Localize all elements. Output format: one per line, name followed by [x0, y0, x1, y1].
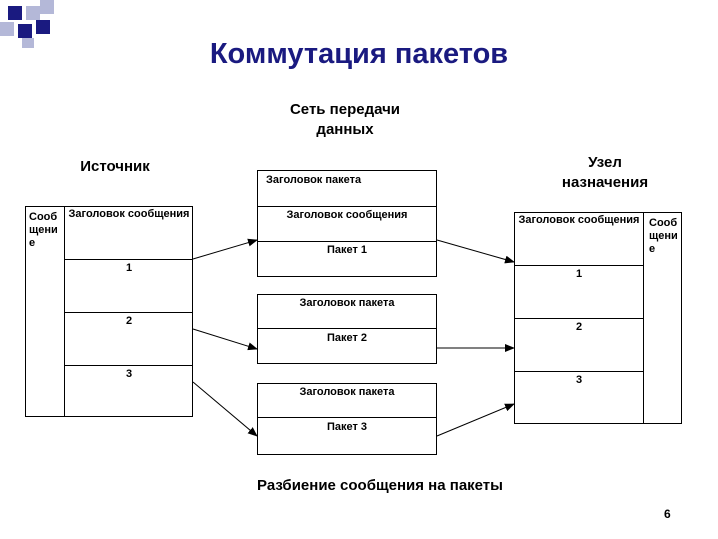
packet-row-line	[258, 417, 436, 418]
deco-square	[0, 22, 14, 36]
deco-square	[36, 20, 50, 34]
source-segment: 2	[125, 315, 133, 327]
arrow-packet3-to-dest	[436, 403, 515, 437]
network-label-line2: данных	[316, 121, 374, 138]
source-row-line	[64, 312, 192, 313]
destination-segment: 1	[575, 268, 583, 280]
destination-row-line	[515, 265, 643, 266]
page-number: 6	[664, 507, 671, 521]
source-message-box: Сооб щени е Заголовок сообщения 1 2 3	[25, 206, 193, 417]
packet-3-box: Заголовок пакета Пакет 3	[257, 383, 437, 455]
network-label-line1: Сеть передачи	[289, 101, 401, 118]
packet-1-box: Заголовок пакета Заголовок сообщения Пак…	[257, 170, 437, 277]
packet-2-box: Заголовок пакета Пакет 2	[257, 294, 437, 364]
deco-square	[22, 38, 34, 48]
destination-row-line	[515, 371, 643, 372]
deco-square	[8, 6, 22, 20]
source-side-label: Сооб щени е	[29, 211, 58, 249]
caption: Разбиение сообщения на пакеты	[257, 477, 503, 494]
packet-2-header: Заголовок пакета	[299, 297, 395, 309]
destination-segment: 2	[575, 321, 583, 333]
source-row-line	[64, 259, 192, 260]
destination-message-box: Сооб щени е Заголовок сообщения 1 2 3	[514, 212, 682, 424]
destination-label-line2: назначения	[561, 174, 649, 191]
destination-segment: 3	[575, 374, 583, 386]
deco-square	[18, 24, 32, 38]
source-header: Заголовок сообщения	[68, 208, 190, 220]
source-label: Источник	[80, 158, 150, 175]
packet-3-body: Пакет 3	[326, 421, 368, 433]
source-segment: 3	[125, 368, 133, 380]
packet-row-line	[258, 206, 436, 207]
source-segment: 1	[125, 262, 133, 274]
destination-header: Заголовок сообщения	[518, 214, 640, 226]
destination-row-line	[515, 318, 643, 319]
destination-side-label: Сооб щени е	[649, 217, 678, 255]
destination-label-line1: Узел	[588, 154, 622, 171]
corner-decoration	[0, 0, 60, 50]
slide-title: Коммутация пакетов	[209, 38, 509, 70]
packet-1-body: Пакет 1	[326, 244, 368, 256]
arrow-seg2-to-packet2	[192, 328, 258, 351]
source-divider	[64, 207, 65, 416]
arrow-seg3-to-packet3	[192, 381, 258, 437]
packet-row-line	[258, 241, 436, 242]
source-row-line	[64, 365, 192, 366]
deco-square	[26, 6, 40, 20]
arrow-seg1-to-packet1	[192, 238, 258, 260]
packet-3-header: Заголовок пакета	[299, 386, 395, 398]
destination-divider	[643, 213, 644, 423]
packet-1-message-header: Заголовок сообщения	[286, 209, 408, 221]
network-label: Сеть передачи данных	[270, 100, 420, 140]
packet-row-line	[258, 328, 436, 329]
destination-label: Узел назначения	[540, 153, 670, 193]
deco-square	[40, 0, 54, 14]
packet-1-header: Заголовок пакета	[266, 174, 362, 186]
packet-2-body: Пакет 2	[326, 332, 368, 344]
arrow-packet1-to-dest	[436, 239, 515, 264]
